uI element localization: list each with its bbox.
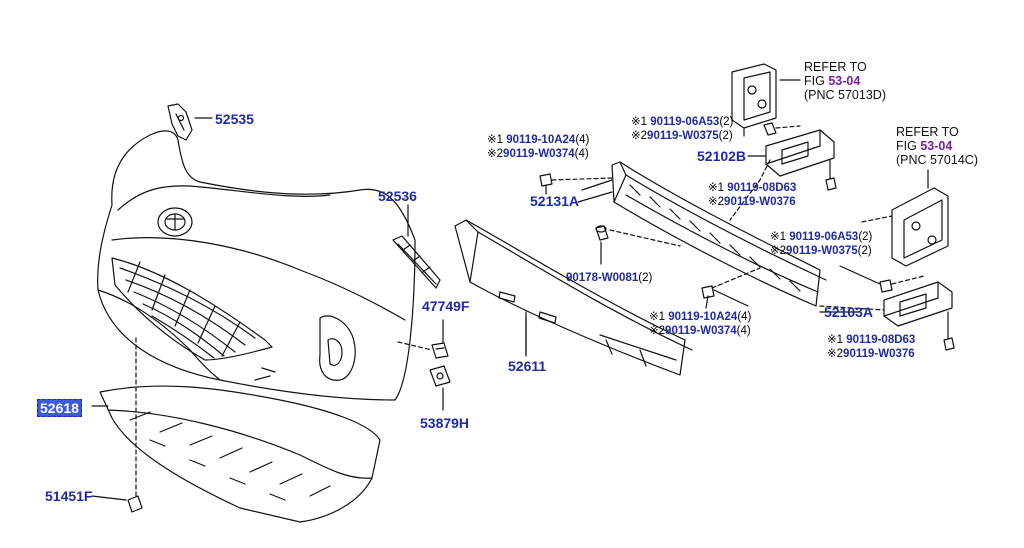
ref-line-3: (PNC 57013D): [804, 88, 886, 102]
part-label-52535[interactable]: 52535: [215, 111, 254, 127]
part-label-52131A[interactable]: 52131A: [530, 193, 580, 209]
ref-line-3: (PNC 57014C): [896, 153, 978, 167]
part-label-47749F[interactable]: 47749F: [422, 298, 470, 314]
bolt-note-top[interactable]: ※1 90119-06A53(2) ※290119-W0375(2): [631, 115, 733, 143]
energy-absorber-drawing: [454, 219, 693, 376]
figure-link[interactable]: 53-04: [920, 139, 953, 153]
leader-lines: [525, 155, 861, 357]
bolt-note-row: ※290119-W0375(2): [631, 130, 733, 142]
part-label-53879H[interactable]: 53879H: [420, 415, 470, 431]
part-label-52103A[interactable]: 52103A: [824, 304, 874, 320]
clips-drawing: [397, 319, 451, 411]
part-label-52536[interactable]: 52536: [378, 188, 417, 204]
figure-reference-upper[interactable]: REFER TO FIG 53-04 (PNC 57013D): [804, 60, 886, 102]
bolt-note-row: ※290119-W0374(4): [649, 325, 751, 337]
nut-label[interactable]: 90178-W0081(2): [566, 271, 652, 285]
figure-link[interactable]: 53-04: [828, 74, 861, 88]
bolt-note-mid[interactable]: ※1 90119-08D63 ※290119-W0376: [708, 181, 796, 209]
under-cover-drawing: [91, 337, 381, 523]
nut-qty: (2): [638, 272, 653, 284]
bolt-note-row: ※1 90119-06A53(2): [631, 116, 734, 128]
lower-bracket-drawing: [819, 169, 955, 351]
upper-bracket-drawing: [729, 63, 837, 221]
bolt-note-row: ※290119-W0376: [708, 196, 796, 208]
part-label-52102B[interactable]: 52102B: [697, 148, 747, 164]
bolts-drawing: [539, 173, 761, 309]
bolt-note-row: ※290119-W0374(4): [487, 148, 589, 160]
part-label-52618[interactable]: 52618: [37, 399, 82, 417]
figure-reference-lower[interactable]: REFER TO FIG 53-04 (PNC 57014C): [896, 125, 978, 167]
ref-line-1: REFER TO: [804, 60, 867, 74]
ref-line-1: REFER TO: [896, 125, 959, 139]
bolt-note-row: ※1 90119-10A24(4): [487, 134, 590, 146]
bolt-note-row: ※290119-W0375(2): [770, 245, 872, 257]
ref-line-2: FIG 53-04: [804, 74, 861, 88]
bumper-cover-drawing: [97, 103, 416, 401]
bolt-note-row: ※1 90119-08D63: [827, 334, 916, 346]
bolt-note-center[interactable]: ※1 90119-10A24(4) ※290119-W0374(4): [487, 133, 589, 161]
nut-part-number: 90178-W0081: [566, 272, 639, 284]
bolt-note-lower[interactable]: ※1 90119-10A24(4) ※290119-W0374(4): [649, 310, 751, 338]
bolt-note-right-top[interactable]: ※1 90119-06A53(2) ※290119-W0375(2): [770, 230, 872, 258]
side-retainer-drawing: [392, 197, 441, 289]
nut-drawing: [595, 225, 681, 265]
part-label-52611[interactable]: 52611: [508, 358, 547, 374]
bolt-note-row: ※1 90119-08D63: [708, 182, 797, 194]
bolt-note-row: ※290119-W0376: [827, 348, 915, 360]
bolt-note-row: ※1 90119-10A24(4): [649, 311, 752, 323]
reinforcement-drawing: [581, 161, 827, 307]
part-label-51451F[interactable]: 51451F: [45, 488, 93, 504]
ref-line-2: FIG 53-04: [896, 139, 953, 153]
bolt-note-right-bottom[interactable]: ※1 90119-08D63 ※290119-W0376: [827, 333, 915, 361]
bolt-note-row: ※1 90119-06A53(2): [770, 231, 873, 243]
